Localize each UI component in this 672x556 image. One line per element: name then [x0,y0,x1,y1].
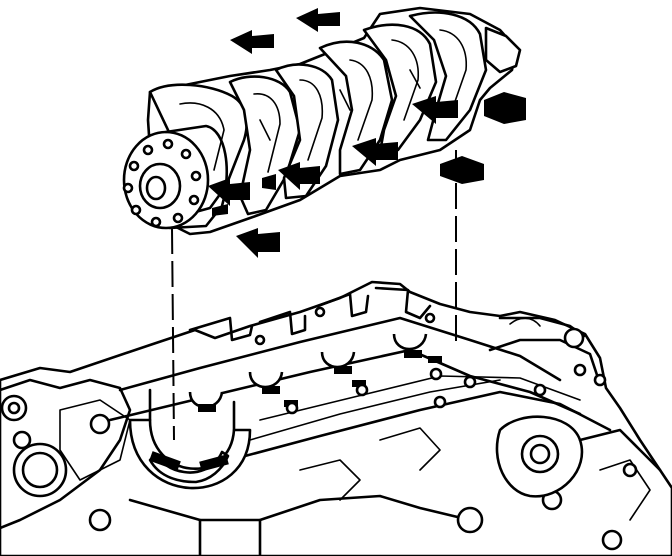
arrows [208,8,526,258]
arrow-icon [208,178,250,206]
crank-nose-hub [122,124,229,230]
arrow-icon [212,204,228,216]
arrow-icon [262,174,276,190]
arrow-icon [440,156,484,184]
main-bearing-bores [188,333,442,412]
arrow-icon [352,138,398,166]
arrow-icon [230,30,274,54]
arrow-icon [278,162,320,190]
arrow-icon [296,8,340,32]
alignment-lines [171,150,457,441]
arrow-icon [484,92,526,124]
arrow-icon [236,228,280,258]
arrow-icon [412,96,458,124]
crankshaft [122,6,522,236]
engine-block [0,280,672,556]
